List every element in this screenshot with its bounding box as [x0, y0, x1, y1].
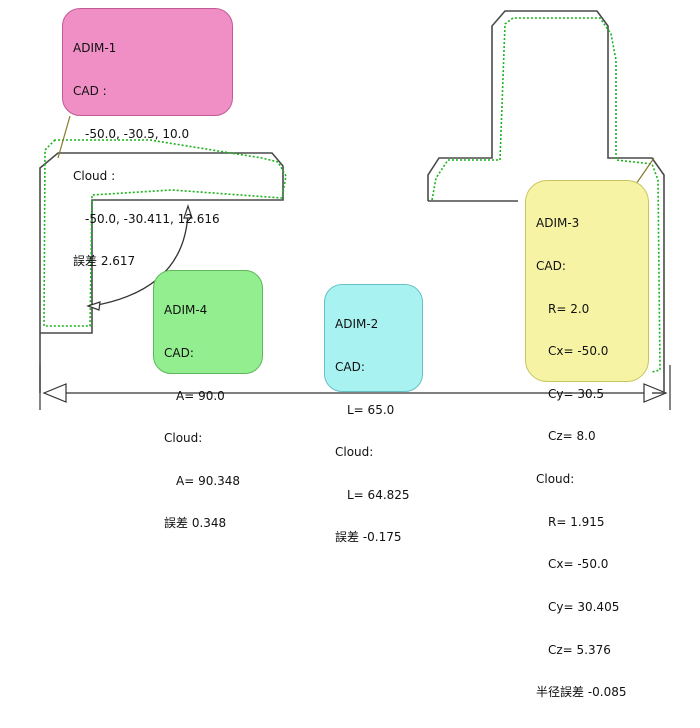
annotation-error-value: 誤差 -0.175 — [335, 530, 402, 545]
annotation-cloud-radius: R= 1.915 — [548, 514, 605, 529]
annotation-title: ADIM-2 — [335, 317, 379, 332]
annotation-cad-label: CAD: — [335, 360, 365, 375]
annotation-cad-label: CAD : — [73, 84, 107, 99]
annotation-adim-2[interactable]: ADIM-2 CAD: L= 65.0 Cloud: L= 64.825 誤差 … — [324, 284, 423, 544]
annotation-cad-radius: R= 2.0 — [548, 301, 590, 316]
annotation-cad-label: CAD: — [536, 259, 566, 274]
annotation-cloud-cz: Cz= 5.376 — [548, 642, 611, 657]
annotation-adim-3[interactable]: ADIM-3 CAD: R= 2.0 Cx= -50.0 Cy= 30.5 Cz… — [525, 180, 649, 699]
annotation-error-value: 誤差 0.348 — [164, 516, 227, 531]
annotation-cloud-label: Cloud: — [536, 472, 575, 487]
annotation-error-value: 誤差 2.617 — [73, 254, 136, 269]
annotation-cad-cx: Cx= -50.0 — [548, 344, 609, 359]
annotation-cloud-cx: Cx= -50.0 — [548, 557, 609, 572]
cad-left-part — [39, 152, 284, 393]
annotation-cloud-value: L= 64.825 — [347, 487, 410, 502]
annotation-title: ADIM-3 — [536, 216, 580, 231]
leader-lines — [57, 115, 655, 185]
annotation-title: ADIM-1 — [73, 41, 117, 56]
annotation-cloud-label: Cloud : — [73, 169, 116, 184]
annotation-cloud-label: Cloud: — [335, 445, 374, 460]
angle-arrow-top — [183, 204, 193, 219]
adim1-leader — [57, 115, 71, 159]
annotation-adim-1[interactable]: ADIM-1 CAD : -50.0, -30.5, 10.0 Cloud : … — [62, 8, 233, 268]
annotation-cad-label: CAD: — [164, 346, 194, 361]
cad-viewport[interactable]: ADIM-1 CAD : -50.0, -30.5, 10.0 Cloud : … — [0, 0, 700, 699]
cloud-outline — [43, 17, 661, 373]
annotation-cloud-label: Cloud: — [164, 431, 203, 446]
angle-arrow-left — [86, 301, 101, 311]
annotation-cad-value: L= 65.0 — [347, 402, 395, 417]
cad-outline — [39, 10, 665, 394]
adim3-leader — [635, 157, 655, 185]
annotation-radius-error: 半径誤差 -0.085 — [536, 685, 627, 700]
annotation-cad-value: -50.0, -30.5, 10.0 — [85, 126, 190, 141]
annotation-cloud-cy: Cy= 30.405 — [548, 599, 620, 614]
cad-right-part — [427, 10, 665, 394]
dimension-arrow-left — [42, 383, 67, 403]
annotation-cad-cy: Cy= 30.5 — [548, 386, 605, 401]
annotation-title: ADIM-4 — [164, 303, 208, 318]
cloud-left-part — [43, 139, 287, 327]
annotation-cad-value: A= 90.0 — [176, 388, 225, 403]
annotation-cad-cz: Cz= 8.0 — [548, 429, 596, 444]
annotation-cloud-value: A= 90.348 — [176, 473, 241, 488]
annotation-cloud-value: -50.0, -30.411, 12.616 — [85, 211, 220, 226]
annotation-adim-4[interactable]: ADIM-4 CAD: A= 90.0 Cloud: A= 90.348 誤差 … — [153, 270, 263, 530]
cloud-right-part — [431, 17, 661, 373]
